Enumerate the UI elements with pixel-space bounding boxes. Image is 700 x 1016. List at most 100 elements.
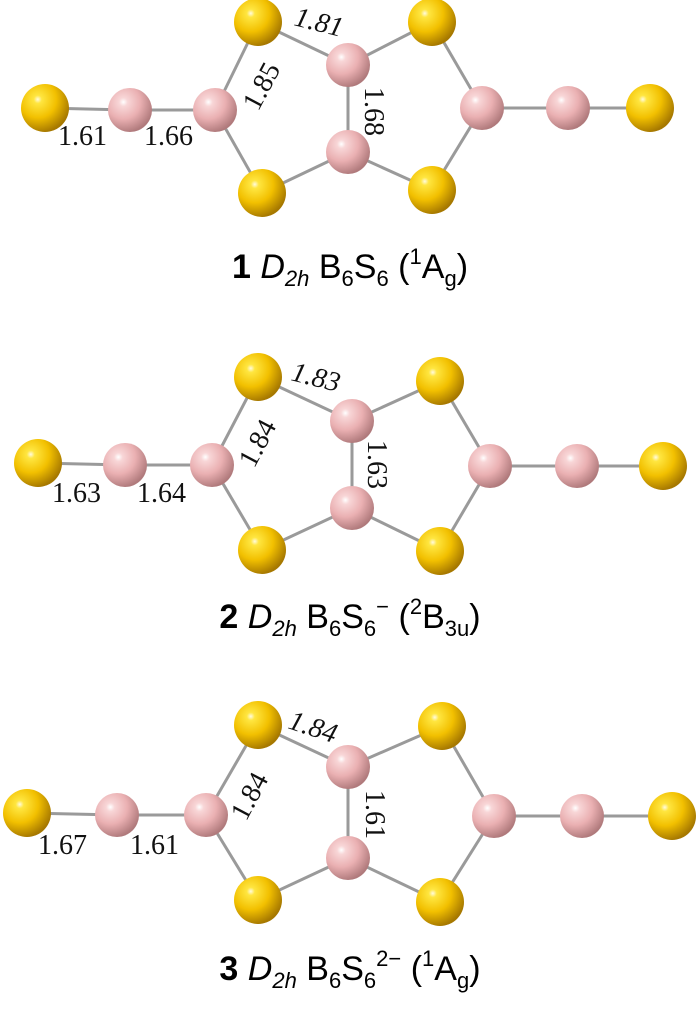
paren-close: ): [469, 950, 481, 988]
boron-atom: [190, 443, 234, 487]
molecule-3-panel: 1.67 1.61 1.84 1.84 1.61: [0, 690, 700, 935]
compound-number: 3: [219, 950, 239, 988]
s-count: 6: [363, 616, 377, 641]
boron-atom: [184, 793, 228, 837]
b-count: 6: [328, 968, 342, 993]
formula: B6S62−: [306, 948, 401, 992]
bond-label-center: 1.68: [358, 87, 389, 136]
bond-label-ring: 1.84: [233, 414, 283, 472]
element-b: B: [306, 950, 329, 988]
molecule-3-structure: 1.67 1.61 1.84 1.84 1.61: [3, 701, 696, 926]
s-count: 6: [363, 968, 377, 993]
sulfur-atom: [416, 527, 464, 575]
formula: B6S6−: [306, 596, 389, 640]
state-symmetry: A: [421, 248, 445, 286]
point-group: D2h: [247, 598, 297, 640]
element-s: S: [353, 248, 377, 286]
bond-label-chain: 1.61: [130, 830, 179, 861]
sulfur-atom: [238, 526, 286, 574]
boron-atom: [555, 444, 599, 488]
boron-atom: [560, 794, 604, 838]
point-group-letter: D: [247, 950, 273, 988]
molecule-1-structure: 1.61 1.66 1.85 1.81 1.68: [21, 0, 674, 217]
point-group: D2h: [260, 248, 309, 290]
sulfur-atom: [416, 357, 464, 405]
bond-label-ring: 1.84: [225, 767, 275, 825]
boron-atom: [103, 443, 147, 487]
bond-label-s-b-center: 1.81: [291, 2, 346, 44]
boron-atom: [95, 793, 139, 837]
multiplicity: 2: [409, 594, 423, 619]
sulfur-atom: [21, 84, 69, 132]
molecule-1-caption: 1 D2h B6S6 (1Ag): [0, 246, 700, 290]
bond-label-chain: 1.66: [144, 121, 193, 152]
boron-atom: [108, 88, 152, 132]
point-group-sub: 2h: [284, 266, 310, 291]
formula: B6S6: [318, 248, 389, 290]
boron-atom: [326, 130, 370, 174]
point-group-sub: 2h: [272, 968, 297, 993]
molecule-1-panel: 1.61 1.66 1.85 1.81 1.68: [0, 0, 700, 240]
sulfur-atom: [14, 439, 62, 487]
sulfur-atom: [234, 701, 282, 749]
sulfur-atom: [408, 0, 456, 46]
boron-atom: [468, 444, 512, 488]
boron-atom: [326, 43, 370, 87]
bond-label-center: 1.63: [361, 440, 392, 489]
bond-label-terminal: 1.61: [58, 121, 107, 152]
point-group: D2h: [247, 950, 297, 992]
sulfur-atom: [3, 789, 51, 837]
sulfur-atom: [416, 878, 464, 926]
compound-number: 1: [231, 248, 251, 286]
boron-atom: [330, 486, 374, 530]
element-s: S: [341, 950, 364, 988]
boron-atom: [326, 745, 370, 789]
paren-open: (: [389, 598, 410, 636]
state-symmetry-sub: g: [456, 968, 470, 993]
state-symmetry-sub: 3u: [444, 616, 470, 641]
bond-label-ring: 1.85: [237, 57, 287, 115]
atoms: [3, 701, 696, 926]
charge: −: [376, 594, 390, 619]
element-b: B: [318, 248, 342, 286]
compound-number: 2: [219, 598, 239, 636]
state-symmetry: B: [422, 598, 445, 636]
b-count: 6: [328, 616, 342, 641]
state-symmetry: A: [434, 950, 457, 988]
sulfur-atom: [639, 442, 687, 490]
atoms: [21, 0, 674, 217]
element-b: B: [306, 598, 329, 636]
molecule-3-caption: 3 D2h B6S62− (1Ag): [0, 948, 700, 992]
state-symmetry-sub: g: [444, 266, 457, 291]
bond-label-terminal: 1.67: [38, 830, 87, 861]
boron-atom: [326, 836, 370, 880]
sulfur-atom: [418, 702, 466, 750]
bond-label-terminal: 1.63: [52, 478, 101, 509]
atoms: [14, 353, 687, 575]
point-group-sub: 2h: [272, 616, 297, 641]
boron-atom: [460, 86, 504, 130]
sulfur-atom: [408, 166, 456, 214]
multiplicity: 1: [409, 244, 422, 269]
boron-atom: [193, 88, 237, 132]
paren-close: ): [456, 248, 469, 286]
molecule-2-panel: 1.63 1.64 1.84 1.83 1.63: [0, 345, 700, 585]
boron-atom: [546, 86, 590, 130]
s-count: 6: [376, 266, 389, 291]
point-group-letter: D: [260, 248, 285, 286]
bond-label-chain: 1.64: [137, 478, 186, 509]
point-group-letter: D: [247, 598, 273, 636]
sulfur-atom: [234, 0, 282, 46]
sulfur-atom: [234, 353, 282, 401]
charge: 2−: [376, 946, 402, 971]
paren-close: ): [469, 598, 481, 636]
sulfur-atom: [234, 876, 282, 924]
sulfur-atom: [238, 169, 286, 217]
paren-open: (: [401, 950, 423, 988]
element-s: S: [341, 598, 364, 636]
boron-atom: [472, 794, 516, 838]
b-count: 6: [341, 266, 354, 291]
paren-open: (: [388, 248, 410, 286]
boron-atom: [330, 399, 374, 443]
sulfur-atom: [648, 792, 696, 840]
